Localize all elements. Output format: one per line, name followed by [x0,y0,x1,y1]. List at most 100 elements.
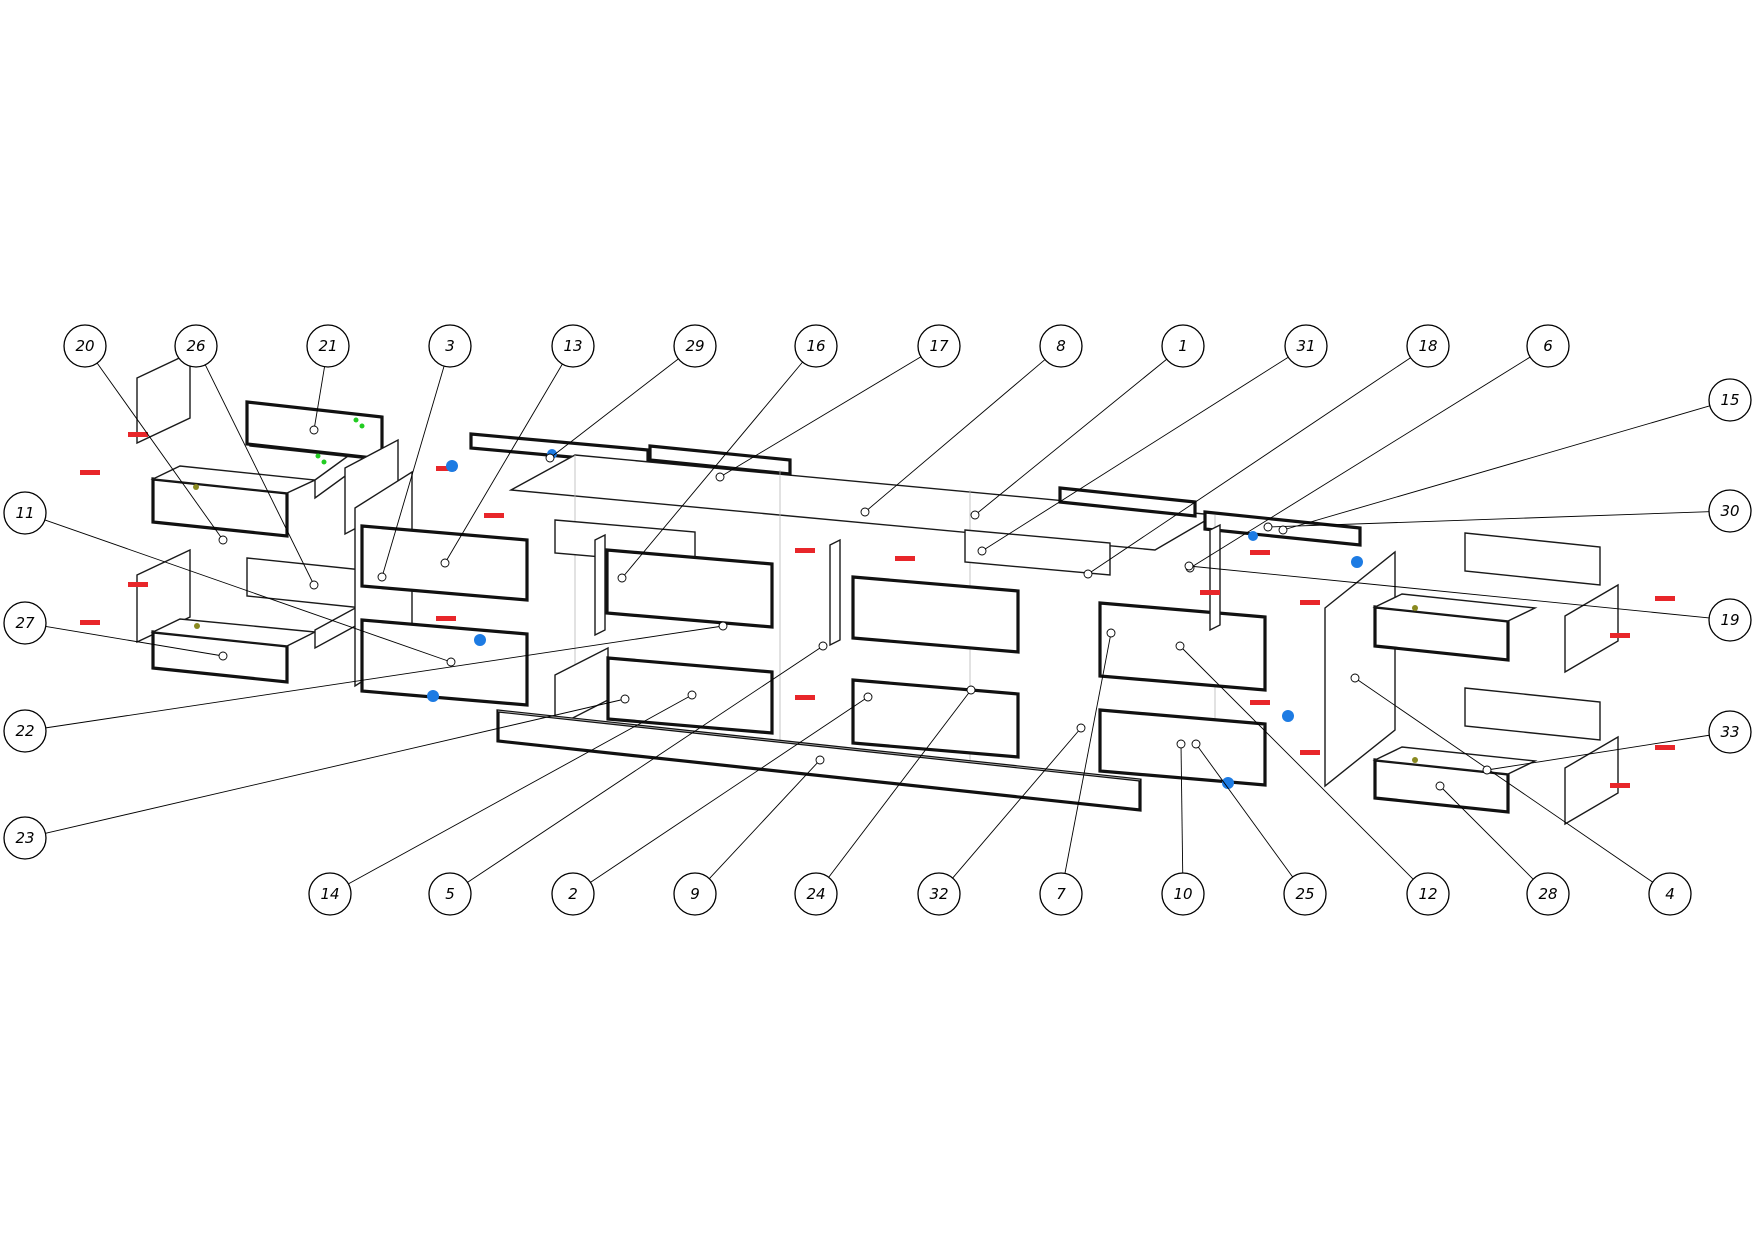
callout-16: 16 [794,324,838,368]
drawer-box-right [964,529,1111,576]
rail-17 [648,444,792,476]
leader-anchor-9 [815,755,825,765]
callout-circle [1283,872,1327,916]
leader-line-14 [348,694,693,885]
callout-25: 25 [1283,872,1327,916]
leader-anchor-21 [309,425,319,435]
callout-circle [794,324,838,368]
leader-anchor-2 [863,692,873,702]
callout-circle [794,872,838,916]
callout-13: 13 [551,324,595,368]
leader-line-2 [590,696,869,883]
callout-label: 23 [15,829,34,847]
callout-label: 17 [929,337,949,355]
leader-anchors [218,425,1492,791]
leader-line-16 [621,361,803,579]
leader-anchor-5 [818,641,828,651]
leader-anchor-32 [1076,723,1086,733]
leader-line-9 [708,759,821,879]
leader-line-32 [952,727,1082,879]
callout-2: 2 [551,872,595,916]
leader-anchor-12 [1175,641,1185,651]
callout-circle [1161,324,1205,368]
callout-circle [308,872,352,916]
callout-label: 6 [1543,337,1553,355]
drawer-side-panel [136,351,191,445]
callout-31: 31 [1284,324,1328,368]
callout-18: 18 [1406,324,1450,368]
callout-circle [551,872,595,916]
callout-label: 4 [1665,885,1675,903]
leader-line-17 [719,356,922,478]
callout-label: 3 [445,337,455,355]
callout-label: 15 [1720,391,1739,409]
front-32 [851,678,1020,759]
leader-anchor-13 [440,558,450,568]
leader-line-3 [381,366,445,578]
leader-line-25 [1195,743,1294,878]
callout-circle [917,324,961,368]
leader-line-7 [1064,632,1112,874]
leader-line-19 [1188,565,1710,619]
callout-label: 16 [806,337,825,355]
hardware-fasteners [80,417,1675,789]
leader-anchor-33 [1482,765,1492,775]
leader-line-26 [204,364,315,586]
leader-line-8 [864,359,1046,513]
leader-line-4 [1354,677,1653,883]
leader-line-18 [1087,357,1411,575]
top-frame [469,432,1362,770]
callout-label: 7 [1056,885,1066,903]
right-upper-drawer [1372,532,1619,674]
leader-line-28 [1439,785,1534,880]
callout-circle [3,491,47,535]
callout-label: 10 [1173,885,1192,903]
callout-17: 17 [917,324,961,368]
leader-anchor-11 [446,657,456,667]
lower-front-22 [360,618,529,707]
front-1 [851,575,1020,654]
callout-10: 10 [1161,872,1205,916]
leader-line-29 [549,358,679,459]
callout-label: 30 [1720,502,1739,520]
leader-anchor-24 [966,685,976,695]
callout-circle [3,816,47,860]
callout-circle [673,324,717,368]
leader-line-27 [45,626,224,657]
leader-line-1 [974,358,1167,516]
callout-14: 14 [308,872,352,916]
callout-circle [428,872,472,916]
callout-9: 9 [673,872,717,916]
callout-label: 13 [563,337,582,355]
callout-21: 21 [306,324,350,368]
leader-anchor-19 [1184,561,1194,571]
leader-lines [44,356,1710,885]
callout-circle [1526,324,1570,368]
callout-circle [917,872,961,916]
callout-circle [306,324,350,368]
callout-30: 30 [1708,489,1752,533]
leader-anchor-17 [715,472,725,482]
leader-line-22 [45,625,724,729]
leader-line-33 [1486,734,1710,771]
left-upper-drawer [136,351,399,538]
callout-label: 22 [15,722,34,740]
callout-22: 22 [3,709,47,753]
callout-label: 18 [1418,337,1437,355]
leader-anchor-16 [617,573,627,583]
callout-circle [1039,872,1083,916]
callout-label: 20 [75,337,94,355]
callout-label: 33 [1720,723,1739,741]
callout-circle [1708,598,1752,642]
leader-anchor-20 [218,535,228,545]
callout-15: 15 [1708,378,1752,422]
leader-anchor-23 [620,694,630,704]
callout-label: 9 [690,885,700,903]
cam-blue [446,460,458,472]
callout-27: 27 [3,601,47,645]
callout-label: 8 [1056,337,1066,355]
callout-label: 29 [685,337,704,355]
leader-line-12 [1179,645,1414,880]
leader-line-5 [467,645,824,883]
